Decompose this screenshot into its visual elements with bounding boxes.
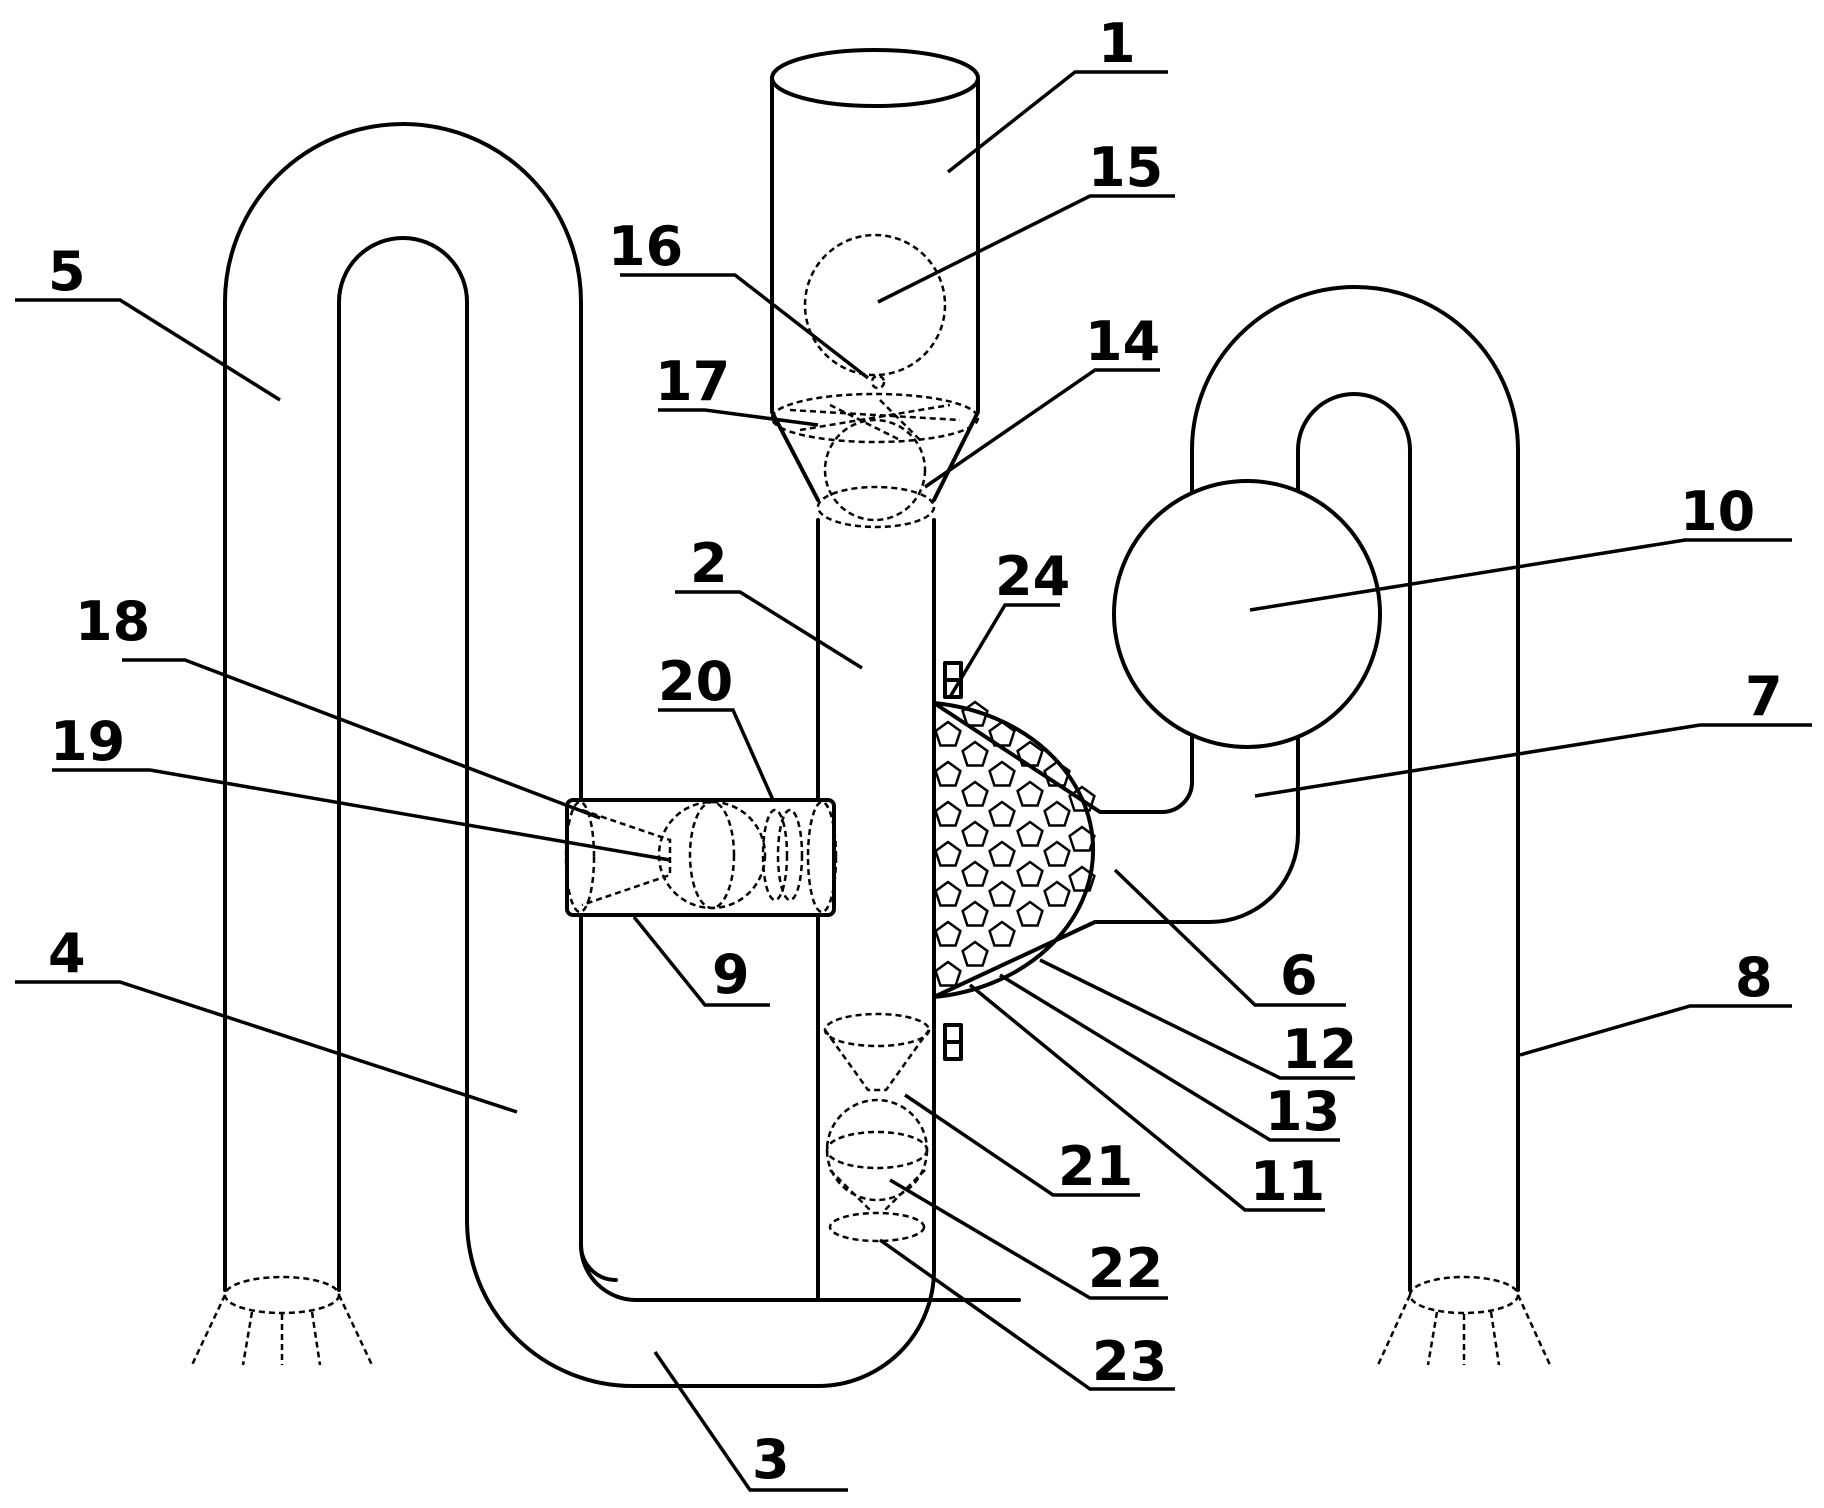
label-1: 1 [1098,12,1136,75]
label-13: 13 [1265,1080,1340,1143]
filter-pellet [1016,820,1044,847]
left-u-pipe [223,122,1021,1388]
label-14: 14 [1085,310,1160,373]
pump-sphere [1112,479,1382,749]
label-10: 10 [1680,480,1755,543]
mesh-screen [789,374,961,442]
label-22: 22 [1088,1237,1163,1300]
label-6: 6 [1280,944,1318,1007]
filter-pellet [1016,860,1044,887]
filter-pellet [934,880,962,907]
filter-pellet [988,760,1016,787]
label-11: 11 [1250,1150,1325,1213]
filter-pellet [1068,825,1096,852]
filter-pellet [934,840,962,867]
filter-pellet [934,760,962,787]
label-23: 23 [1092,1330,1167,1393]
right-spray-nozzle [1376,1275,1552,1366]
filter-pellet [934,920,962,947]
filter-pellet [961,700,989,727]
label-7: 7 [1745,665,1783,728]
label-20: 20 [658,650,733,713]
filter-pellet [934,800,962,827]
label-2: 2 [690,532,728,595]
filter-pellet [961,860,989,887]
right-u-pipe [1190,285,1520,1292]
filter-media [934,700,1096,987]
filter-pellet [988,800,1016,827]
side-chamber [932,701,1300,999]
label-3: 3 [752,1428,790,1491]
filter-pellet [934,720,962,747]
clip-bottom [943,1023,963,1061]
part-labels: 1 15 16 17 14 10 2 24 18 20 7 19 9 6 8 4… [48,12,1783,1491]
label-12: 12 [1282,1018,1357,1081]
filter-pellet [1043,760,1071,787]
filter-pellet [961,780,989,807]
left-spray-nozzle [190,1275,374,1366]
lower-valve [823,1012,931,1243]
filter-pellet [1068,865,1096,892]
filter-pellet [988,720,1016,747]
filter-pellet [988,840,1016,867]
label-21: 21 [1058,1135,1133,1198]
label-15: 15 [1088,136,1163,199]
filter-pellet [1043,800,1071,827]
filter-pellet [1068,785,1096,812]
filter-pellet [961,820,989,847]
valve-housing [564,798,838,917]
funnel-cone [770,392,980,529]
label-9: 9 [712,943,750,1006]
filter-pellet [1043,880,1071,907]
filter-pellet [988,920,1016,947]
label-19: 19 [50,710,125,773]
top-cylinder [770,48,980,412]
filter-pellet [934,960,962,987]
filter-pellet [1016,900,1044,927]
filter-pellet [1016,740,1044,767]
filter-pellet [1043,840,1071,867]
filter-pellet [961,740,989,767]
label-5: 5 [48,240,86,303]
filter-pellet [961,940,989,967]
leader-lines [15,70,1812,1492]
filter-pellet [1016,780,1044,807]
label-24: 24 [995,545,1070,608]
label-17: 17 [655,350,730,413]
label-16: 16 [608,215,683,278]
float-ball-top [803,233,947,377]
filter-pellet [988,880,1016,907]
filter-pellet [961,900,989,927]
label-8: 8 [1735,946,1773,1009]
label-18: 18 [75,590,150,653]
label-4: 4 [48,922,86,985]
